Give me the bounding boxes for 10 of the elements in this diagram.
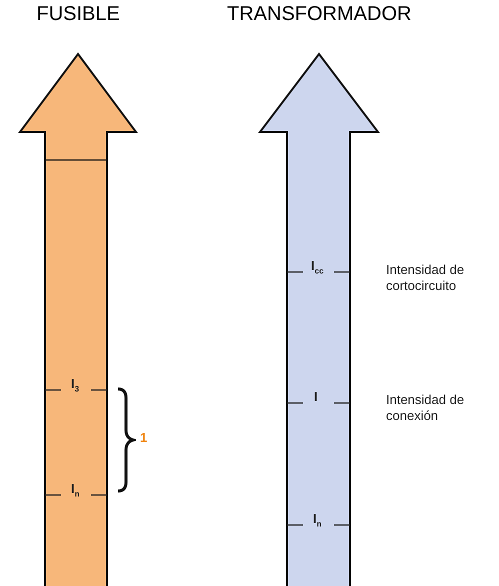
tick-label: I$_{n}$ [313,511,322,529]
callout-number: 1 [140,430,148,445]
annotation-text: Intensidad de cortocircuito [386,262,466,294]
tick-label: I$_{cc}$ [311,258,324,276]
heading: FUSIBLE [36,3,120,26]
tick-label: I [314,389,318,404]
tick-label: I$_{3}$ [71,376,80,394]
heading: TRANSFORMADOR [227,3,412,26]
tick-label: I$_{n}$ [71,481,80,499]
annotation-text: Intensidad de conexión [386,392,466,424]
